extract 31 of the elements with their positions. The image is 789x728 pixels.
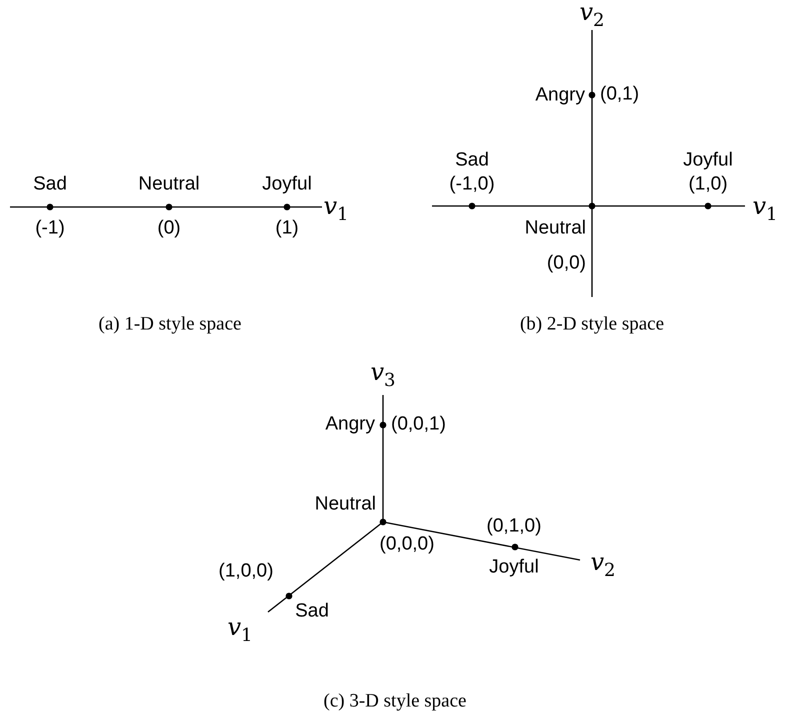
caption: (c) 3-D style space [324, 692, 466, 712]
point-label: Sad [455, 150, 489, 172]
axis-label: v$_{2}$ [590, 549, 616, 581]
coordinate-label: (-1) [35, 218, 65, 240]
coordinate-label: (1) [275, 218, 299, 240]
axis-label: v$_{1}$ [752, 193, 778, 225]
axis-label: v$_{1}$ [228, 614, 252, 646]
point-label: Neutral [524, 218, 586, 240]
coordinate-label: (-1,0) [449, 174, 495, 196]
axis-label: v$_{1}$ [324, 193, 348, 225]
coordinate-label: (0) [157, 218, 181, 240]
point-label: Neutral [314, 494, 376, 516]
point-label: Neutral [138, 174, 200, 196]
coordinate-label: (0,0,1) [391, 414, 446, 436]
point-label: Sad [295, 602, 329, 622]
point-label: Sad [33, 174, 67, 196]
caption: (a) 1-D style space [98, 314, 242, 336]
coordinate-label: (0,1,0) [486, 516, 542, 538]
point-label: Angry [325, 414, 375, 436]
coordinate-label: (0,1) [600, 84, 640, 106]
coordinate-label: (1,0,0) [218, 562, 274, 582]
axis-label: v$_{3}$ [370, 359, 396, 391]
axis-label: v$_{2}$ [580, 0, 604, 31]
point-label: Joyful [489, 558, 539, 578]
point-label: Joyful [262, 174, 312, 196]
caption: (b) 2-D style space [520, 314, 664, 336]
coordinate-label: (0,0) [546, 254, 586, 274]
point-label: Angry [535, 86, 585, 106]
point-label: Joyful [683, 150, 733, 172]
coordinate-label: (1,0) [688, 174, 728, 196]
coordinate-label: (0,0,0) [380, 534, 434, 556]
